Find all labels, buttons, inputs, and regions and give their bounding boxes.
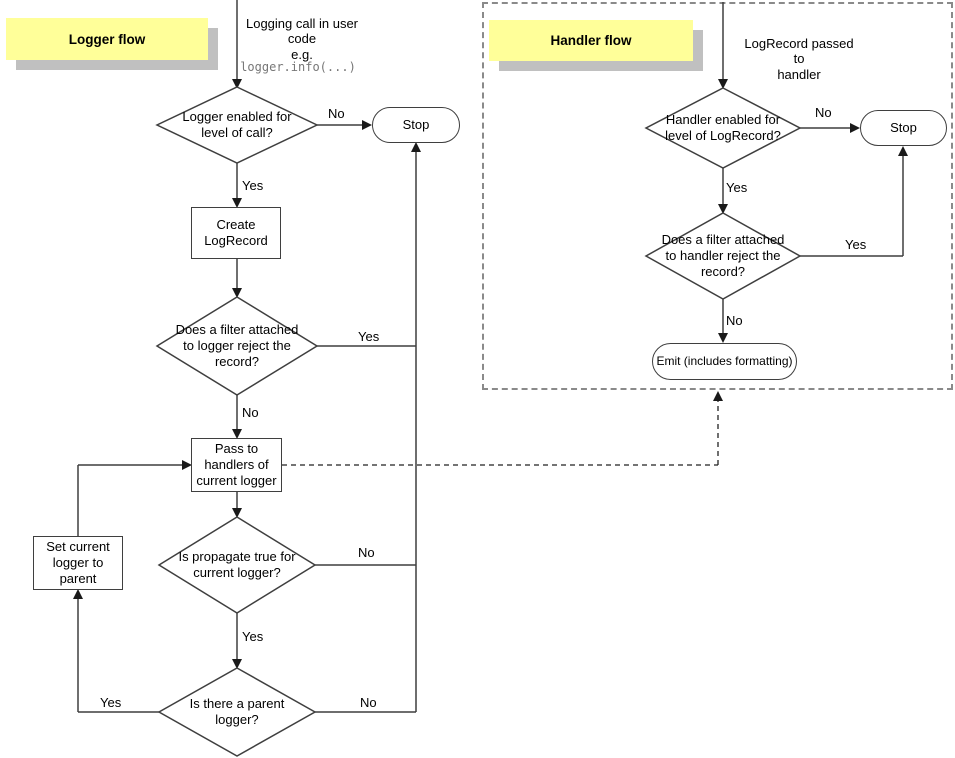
edge-label-handler-enabled-no: No (815, 105, 832, 120)
emit-node: Emit (includes formatting) (652, 343, 797, 380)
edge-label-logger-enabled-yes: Yes (242, 178, 264, 193)
handler-start-note: LogRecord passed to handler (744, 36, 854, 82)
logger-enabled-decision (155, 86, 319, 164)
edge-setlogger-to-pass (77, 460, 192, 536)
handler-stop-node: Stop (860, 110, 947, 146)
edge-logger-enabled-yes (232, 163, 242, 208)
edge-parent-yes (73, 589, 159, 713)
handler-filter-decision (644, 212, 802, 300)
edge-pass-to-handler-dashed (282, 391, 723, 466)
emit-label: Emit (includes formatting) (656, 354, 793, 369)
handler-flow-title-label: Handler flow (550, 33, 632, 48)
pass-to-handlers-node: Pass to handlers of current logger (191, 438, 282, 492)
handler-flow-boundary (482, 2, 953, 390)
edge-create-to-filter (232, 259, 242, 298)
edge-label-handler-filter-yes: Yes (845, 237, 867, 252)
edge-to-stop-vertical (411, 142, 421, 712)
edge-label-parent-yes: Yes (100, 695, 122, 710)
logger-stop-node: Stop (372, 107, 460, 143)
edge-label-logger-enabled-no: No (328, 106, 345, 121)
edge-handler-enabled-yes (718, 168, 728, 214)
edge-label-propagate-no: No (358, 545, 375, 560)
edge-label-logger-filter-yes: Yes (358, 329, 380, 344)
logger-flow-title-label: Logger flow (68, 31, 146, 47)
logger-start-code: logger.info(...) (240, 60, 356, 74)
edge-label-parent-no: No (360, 695, 377, 710)
logger-filter-decision (155, 296, 319, 396)
edge-label-propagate-yes: Yes (242, 629, 264, 644)
create-logrecord-label: Create LogRecord (204, 217, 268, 248)
edge-label-logger-filter-no: No (242, 405, 259, 420)
edge-logger-enabled-no (317, 120, 372, 130)
logger-stop-label: Stop (402, 117, 430, 133)
edge-handler-start (718, 2, 728, 89)
edge-label-handler-enabled-yes: Yes (726, 180, 748, 195)
edge-pass-to-propagate (232, 492, 242, 518)
logger-start-note: Logging call in user code e.g. (245, 16, 359, 62)
edge-logger-start (232, 0, 242, 89)
edge-handler-filter-no (718, 299, 728, 343)
handler-enabled-decision (644, 87, 802, 169)
set-current-logger-node: Set current logger to parent (33, 536, 123, 590)
propagate-decision (157, 516, 317, 614)
logger-flow-title: Logger flow (6, 18, 208, 60)
edge-logger-filter-no (232, 395, 242, 439)
edge-propagate-yes (232, 613, 242, 669)
handler-flow-title: Handler flow (489, 20, 693, 61)
edge-handler-filter-yes (800, 146, 908, 257)
edge-label-handler-filter-no: No (726, 313, 743, 328)
edge-handler-enabled-no (800, 123, 860, 133)
handler-stop-label: Stop (890, 120, 917, 136)
parent-logger-decision (157, 667, 317, 757)
pass-to-handlers-label: Pass to handlers of current logger (196, 441, 277, 488)
create-logrecord-node: Create LogRecord (191, 207, 281, 259)
set-current-logger-label: Set current logger to parent (46, 539, 110, 586)
